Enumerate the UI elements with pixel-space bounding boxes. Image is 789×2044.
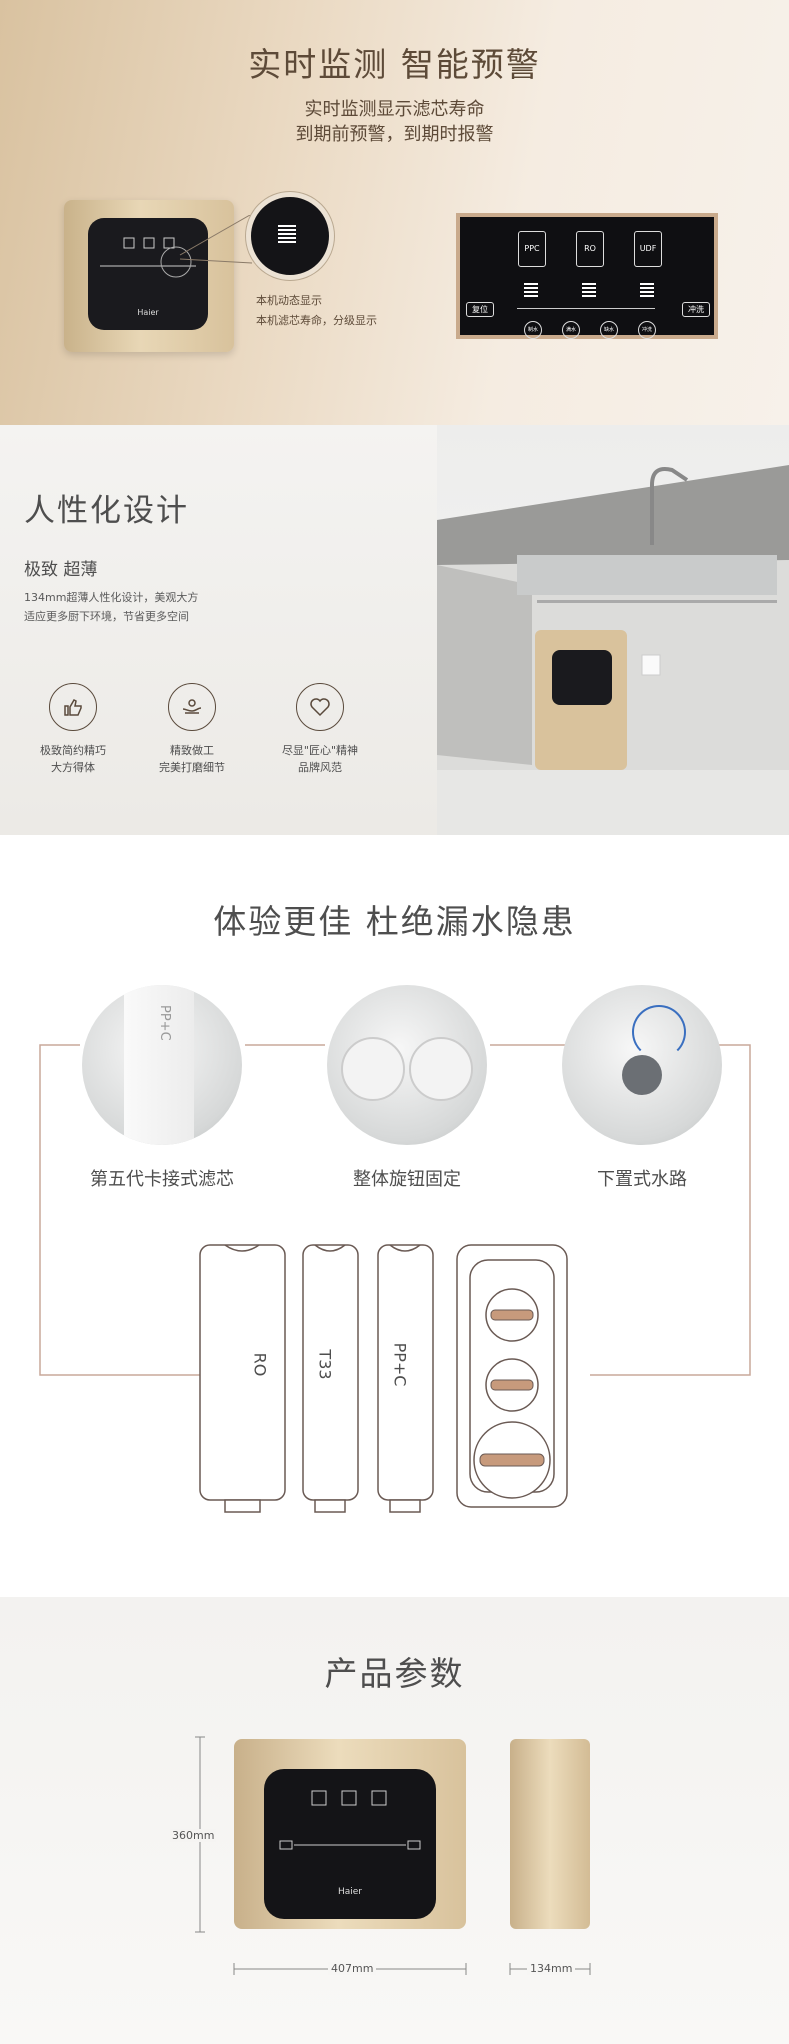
specs-title: 产品参数 <box>324 1654 465 1693</box>
purifier-front-view: Haier <box>234 1739 466 1929</box>
front-panel-brand: Haier <box>337 1887 363 1897</box>
filter-label-ro: RO <box>250 1352 270 1377</box>
panel-icons <box>100 237 196 278</box>
purifier-front-image: Haier <box>64 200 234 352</box>
monitor-title: 实时监测 智能预警 <box>248 45 541 84</box>
purifier-front-panel: Haier <box>264 1769 436 1919</box>
experience-section: 体验更佳 杜绝漏水隐患 PP+C 第五代卡接式滤芯 整体旋钮固定 下置式水路 <box>0 835 789 1597</box>
filter-ppc-indicator: PPC <box>518 231 546 267</box>
filter-cartridge-photo: PP+C <box>82 985 242 1145</box>
feature-3-line2: 品牌风范 <box>298 761 342 774</box>
design-desc-line2: 适应更多厨下环境，节省更多空间 <box>24 610 189 623</box>
caption-waterway: 下置式水路 <box>597 1169 687 1190</box>
filter-outline-diagram <box>199 1244 568 1513</box>
dimension-lines <box>195 1736 591 1975</box>
monitor-subtitle-line2: 到期前预警，到期时报警 <box>295 124 494 145</box>
width-dimension: 407mm <box>328 1962 377 1975</box>
feature-1-line1: 极致简约精巧 <box>40 744 106 757</box>
monitor-section: 实时监测 智能预警 实时监测显示滤芯寿命 到期前预警，到期时报警 Haier 本… <box>0 0 789 425</box>
hand-care-icon <box>168 683 216 731</box>
feature-3-line1: 尽显"匠心"精神 <box>281 744 359 757</box>
purifier-side-view <box>510 1739 590 1929</box>
kitchen-illustration <box>437 465 789 835</box>
caption-filter: 第五代卡接式滤芯 <box>90 1169 234 1190</box>
photo-filter-label: PP+C <box>157 1005 172 1041</box>
monitor-subtitle-line1: 实时监测显示滤芯寿命 <box>304 99 485 120</box>
status-dot-2: 满水 <box>562 321 580 339</box>
depth-dimension: 134mm <box>527 1962 576 1975</box>
filter-level-bars-icon <box>278 225 296 245</box>
bottom-waterway-photo <box>562 985 722 1145</box>
thumbs-up-icon <box>49 683 97 731</box>
height-dimension: 360mm <box>170 1829 217 1842</box>
control-panel-illustration: PPC RO UDF 复位 冲洗 制水 满水 缺水 冲洗 <box>456 213 718 339</box>
zoom-detail-circle <box>246 192 334 280</box>
purifier-brand: Haier <box>137 308 159 317</box>
knob-fixing-photo <box>327 985 487 1145</box>
feature-2-line2: 完美打磨细节 <box>159 761 225 774</box>
filter-ro-indicator: RO <box>576 231 604 267</box>
design-desc-line1: 134mm超薄人性化设计，美观大方 <box>24 591 199 604</box>
flush-button: 冲洗 <box>682 302 710 317</box>
design-subtitle: 极致 超薄 <box>24 560 98 580</box>
front-panel-icons <box>279 1790 421 1850</box>
design-section: 人性化设计 极致 超薄 134mm超薄人性化设计，美观大方 适应更多厨下环境，节… <box>0 425 789 835</box>
ppc-level-icon <box>524 283 538 299</box>
heart-icon <box>296 683 344 731</box>
caption-knob: 整体旋钮固定 <box>353 1169 461 1190</box>
filter-label-t33: T33 <box>315 1349 335 1380</box>
zoom-connector-lines <box>179 215 253 264</box>
connector-frame <box>39 1044 751 1376</box>
feature-1-line2: 大方得体 <box>51 761 95 774</box>
status-dot-1: 制水 <box>524 321 542 339</box>
status-dot-3: 缺水 <box>600 321 618 339</box>
feature-2-line1: 精致做工 <box>170 744 214 757</box>
monitor-note-line1: 本机动态显示 <box>256 294 322 307</box>
status-dot-4: 冲洗 <box>638 321 656 339</box>
specs-section: 产品参数 Haier 360mm 407mm 134mm <box>0 1597 789 2044</box>
filter-label-ppc: PP+C <box>390 1342 410 1387</box>
kitchen-install-image <box>437 425 789 835</box>
panel-divider <box>517 308 655 309</box>
filter-udf-indicator: UDF <box>634 231 662 267</box>
ro-level-icon <box>582 283 596 299</box>
monitor-note-line2: 本机滤芯寿命，分级显示 <box>256 314 377 327</box>
udf-level-icon <box>640 283 654 299</box>
experience-title: 体验更佳 杜绝漏水隐患 <box>213 902 576 941</box>
reset-button: 复位 <box>466 302 494 317</box>
purifier-panel: Haier <box>88 218 208 330</box>
design-title: 人性化设计 <box>24 493 189 529</box>
